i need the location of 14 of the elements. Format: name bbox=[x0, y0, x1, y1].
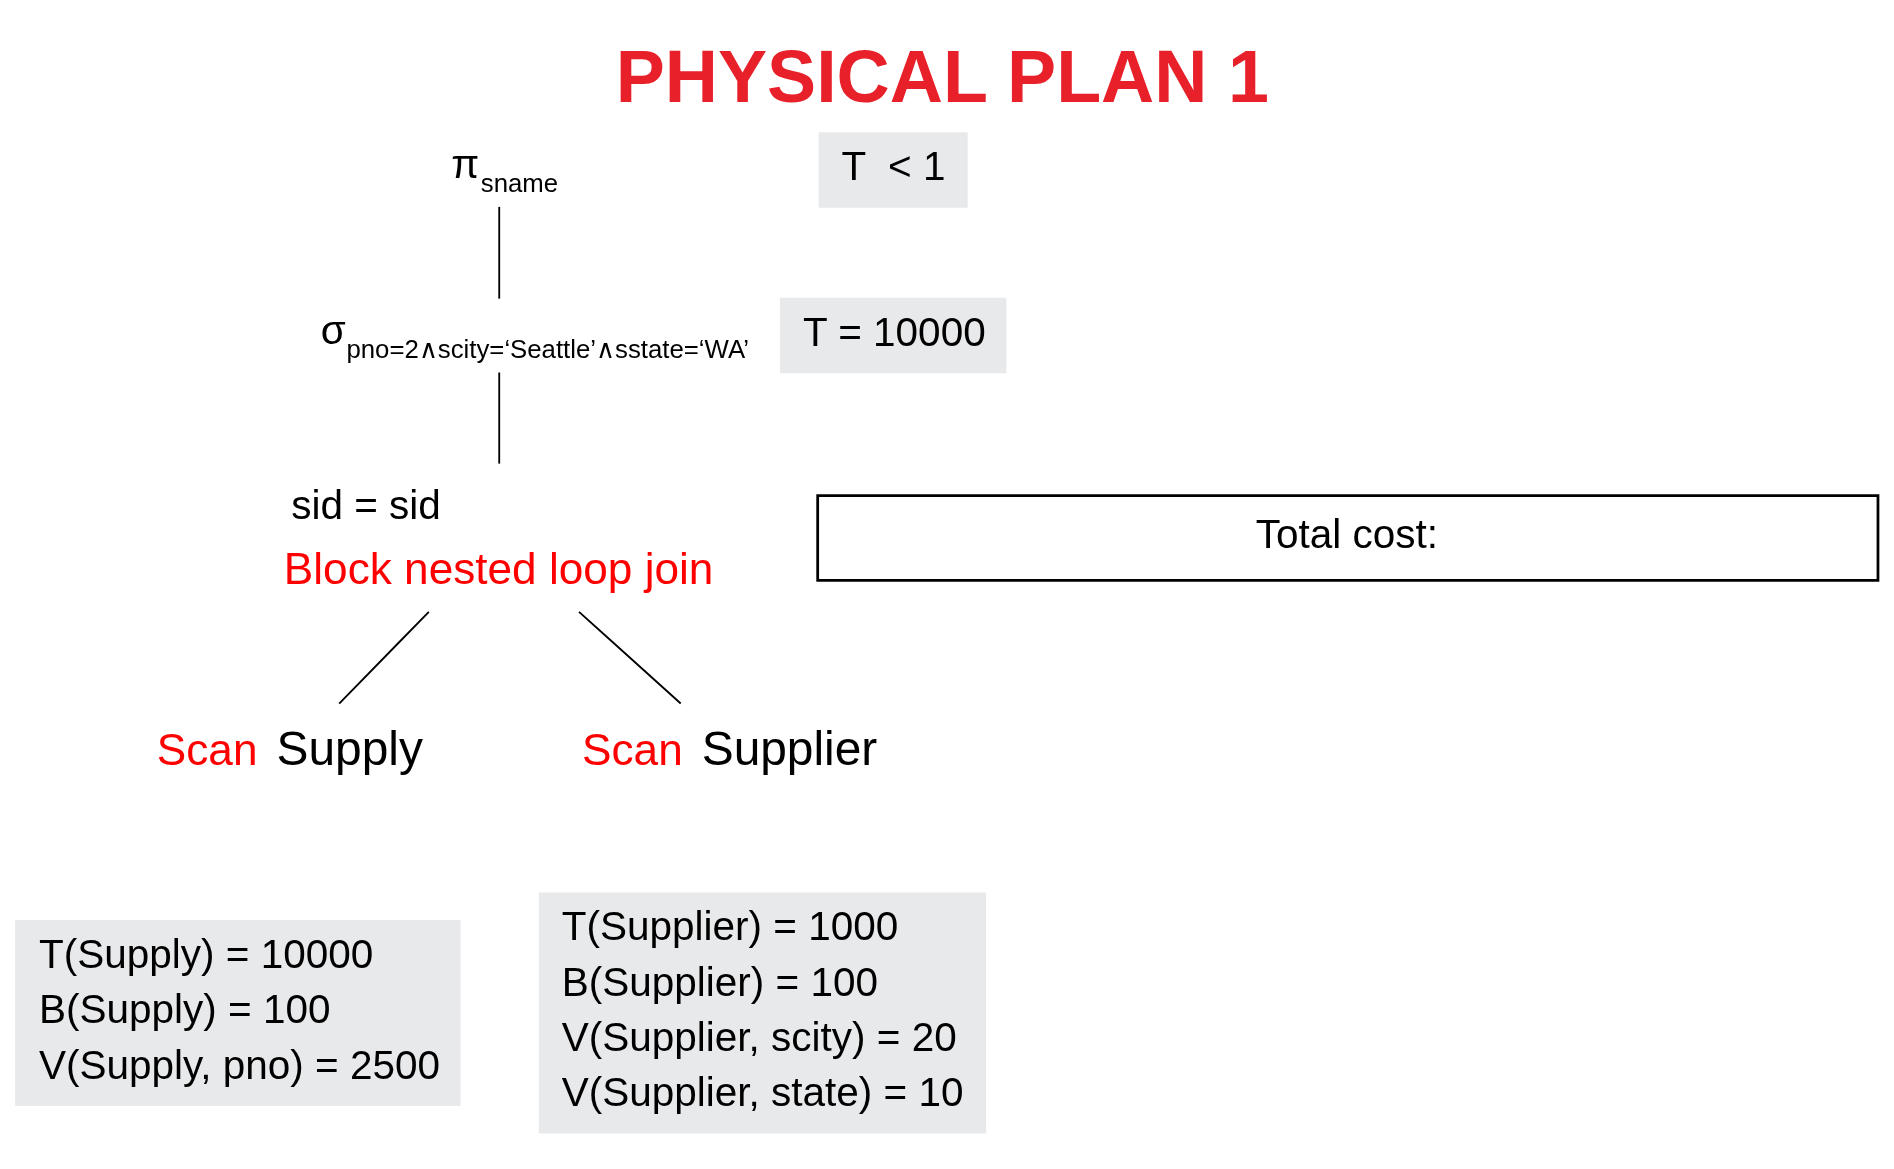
node-box: Total cost: bbox=[816, 493, 1880, 582]
node-text: Supply bbox=[276, 721, 423, 775]
connector bbox=[498, 205, 501, 300]
diagram-title: PHYSICAL PLAN 1 bbox=[615, 34, 1269, 118]
connector bbox=[578, 610, 682, 704]
node-text: sid = sid bbox=[291, 481, 441, 528]
node-label: Block nested loop join bbox=[283, 543, 714, 593]
node-text: σ$_{pno=2∧scity=‘Seattle’∧sstate=‘WA’}$ bbox=[320, 306, 749, 363]
node-label: Scan bbox=[582, 724, 683, 774]
connector bbox=[498, 371, 501, 465]
connector bbox=[338, 610, 430, 704]
node-label: Scan bbox=[156, 724, 258, 774]
node-text: π$_{sname}$ bbox=[451, 140, 559, 197]
node-text: Supplier bbox=[701, 721, 878, 775]
